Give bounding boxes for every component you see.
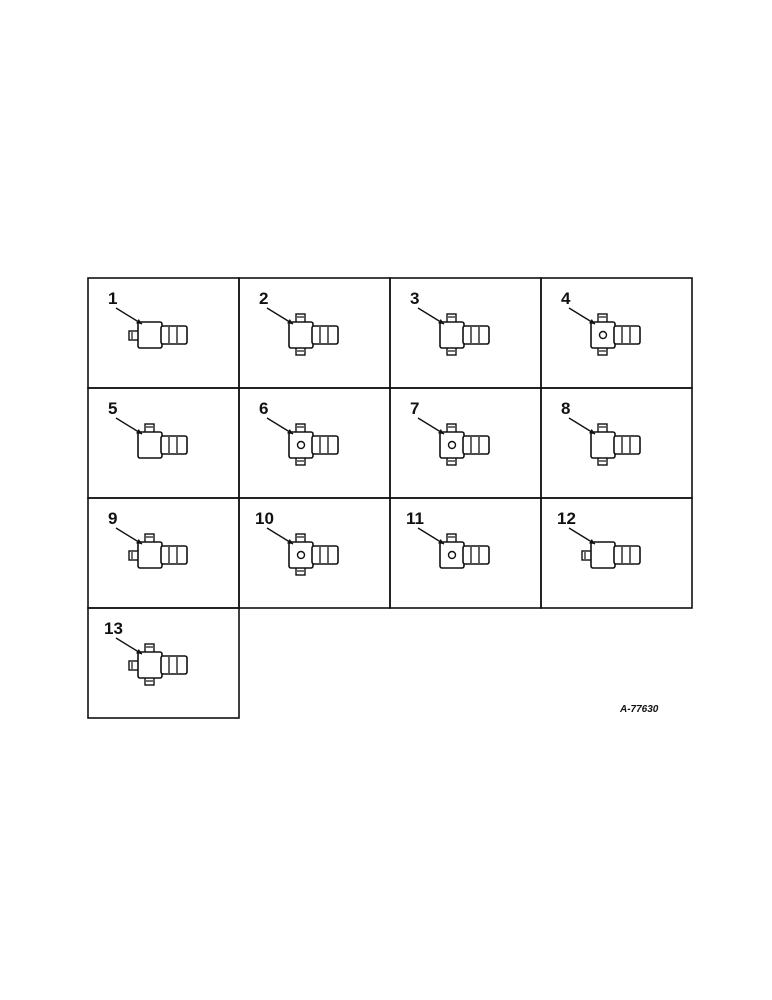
hose-barb (311, 545, 339, 565)
part-cell-2: 2 (238, 277, 391, 389)
hose-barb (311, 325, 339, 345)
fitting-drawing (128, 643, 188, 686)
leader-arrowhead (136, 318, 142, 324)
side-port-hole (447, 440, 457, 450)
hose-barb (160, 545, 188, 565)
part-cell-3: 3 (389, 277, 542, 389)
part-cell-4: 4 (540, 277, 693, 389)
fitting-drawing (439, 533, 490, 569)
side-port-hole (296, 440, 306, 450)
part-number-label: 13 (104, 619, 123, 638)
fitting-body (137, 541, 163, 569)
cell-border (87, 607, 240, 719)
part-number-label: 4 (561, 289, 571, 308)
hose-barb (311, 435, 339, 455)
fitting-drawing (581, 541, 641, 569)
fitting-body (590, 541, 616, 569)
part-number-label: 6 (259, 399, 268, 418)
part-number-label: 1 (108, 289, 117, 308)
leader-arrowhead (287, 428, 293, 434)
part-number-label: 3 (410, 289, 419, 308)
part-number-label: 12 (557, 509, 576, 528)
part-cell-6: 6 (238, 387, 391, 499)
part-cell-8: 8 (540, 387, 693, 499)
part-number-label: 2 (259, 289, 268, 308)
part-cell-9: 9 (87, 497, 240, 609)
fitting-drawing (288, 313, 339, 356)
side-port-hole (447, 550, 457, 560)
fitting-body (288, 321, 314, 349)
hose-barb (613, 545, 641, 565)
side-port-hole (598, 330, 608, 340)
part-cell-12: 12 (540, 497, 693, 609)
fitting-drawing (137, 423, 188, 459)
hose-barb (613, 325, 641, 345)
part-number-label: 7 (410, 399, 419, 418)
leader-arrowhead (287, 318, 293, 324)
leader-arrowhead (589, 538, 595, 544)
fitting-drawing (128, 321, 188, 349)
drawing-reference-number: A-77630 (619, 704, 659, 715)
part-number-label: 10 (255, 509, 274, 528)
leader-arrowhead (136, 538, 142, 544)
leader-arrowhead (136, 648, 142, 654)
fitting-drawing (439, 313, 490, 356)
leader-arrowhead (589, 318, 595, 324)
part-number-label: 8 (561, 399, 570, 418)
leader-arrowhead (589, 428, 595, 434)
part-cell-13: 13 (87, 607, 240, 719)
fitting-drawing (590, 313, 641, 356)
fitting-drawing (288, 423, 339, 466)
leader-arrowhead (136, 428, 142, 434)
hose-barb (613, 435, 641, 455)
fitting-drawing (128, 533, 188, 569)
fitting-drawing (288, 533, 339, 576)
leader-arrowhead (438, 538, 444, 544)
hose-barb (160, 435, 188, 455)
leader-arrowhead (287, 538, 293, 544)
part-cell-5: 5 (87, 387, 240, 499)
fitting-body (590, 431, 616, 459)
fitting-body (137, 321, 163, 349)
hose-barb (160, 655, 188, 675)
hose-barb (462, 545, 490, 565)
part-number-label: 11 (406, 509, 424, 528)
part-cell-10: 10 (238, 497, 391, 609)
side-port-hole (296, 550, 306, 560)
fitting-body (137, 651, 163, 679)
part-number-label: 9 (108, 509, 117, 528)
hose-barb (160, 325, 188, 345)
part-cell-1: 1 (87, 277, 240, 389)
leader-arrowhead (438, 428, 444, 434)
hose-barb (462, 325, 490, 345)
part-number-label: 5 (108, 399, 117, 418)
fitting-body (137, 431, 163, 459)
part-cell-11: 11 (389, 497, 542, 609)
fitting-drawing (439, 423, 490, 466)
part-cell-7: 7 (389, 387, 542, 499)
cell-border (540, 497, 693, 609)
fitting-drawing (590, 423, 641, 466)
leader-arrowhead (438, 318, 444, 324)
hose-barb (462, 435, 490, 455)
fitting-body (439, 321, 465, 349)
